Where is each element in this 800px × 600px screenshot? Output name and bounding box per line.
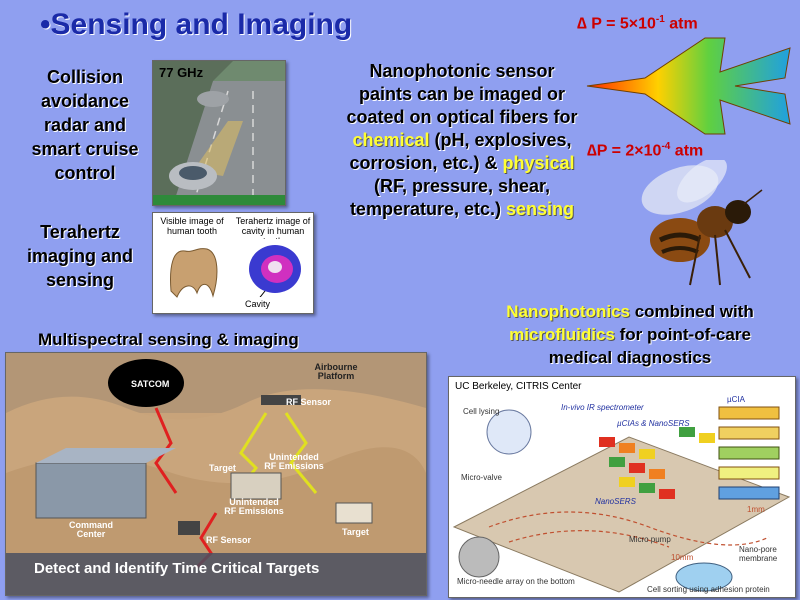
unintended-emissions-label-2: Unintended RF Emissions: [224, 497, 284, 516]
point-of-care-text: for point-of-care: [614, 325, 751, 344]
nanophotonic-text-3: (RF, pressure, shear, temperature, etc.): [349, 176, 551, 219]
pressure-2-value: ∆P = 2×10: [587, 142, 662, 160]
terahertz-tooth-image: [245, 239, 305, 297]
pressure-1-unit: atm: [664, 15, 698, 33]
cell-lysing-label: Cell lysing: [463, 407, 500, 416]
ucia-label: µCIA: [727, 395, 745, 404]
microfluidics-highlight: microfluidics: [509, 325, 615, 344]
target-label-1: Target: [209, 463, 236, 473]
aircraft-pressure-map: [586, 37, 791, 135]
pressure-label-2: ∆P = 2×10-4 atm: [587, 141, 703, 160]
one-mm-label: 1mm: [747, 505, 765, 514]
nanophotonics-highlight: Nanophotonics: [506, 302, 630, 321]
detect-targets-banner: Detect and Identify Time Critical Target…: [34, 560, 320, 577]
micro-needle-label: Micro-needle array on the bottom: [457, 577, 575, 586]
airborne-label: Airbourne Platform: [314, 362, 358, 381]
highway-illustration: [153, 61, 285, 205]
nanophotonic-text-2: (pH, explosives, corrosion, etc.) &: [349, 130, 572, 173]
in-vivo-label: In-vivo IR spectrometer: [561, 403, 644, 412]
visible-tooth-label: Visible image of human tooth: [160, 216, 224, 236]
nanopore-label: Nano-pore membrane: [739, 545, 778, 563]
nanosers-label: NanoSERS: [595, 497, 636, 506]
satcom-label: SATCOM: [131, 379, 170, 389]
visible-tooth-image: [170, 248, 218, 298]
nanophotonic-paragraph: Nanophotonic sensor paints can be imaged…: [346, 60, 578, 221]
tooth-images-panel: Visible image of human tooth Terahertz i…: [152, 212, 314, 314]
multispectral-scene: SATCOM Airbourne Platform RF Sensor Targ…: [5, 352, 427, 596]
lab-on-chip-illustration: [452, 406, 791, 593]
pressure-label-1: ∆ P = 5×10-1 atm: [577, 14, 698, 33]
unintended-emissions-label-1: Unintended RF Emissions: [264, 452, 324, 471]
multispectral-heading: Multispectral sensing & imaging: [38, 330, 299, 349]
combined-with-text: combined with: [629, 302, 754, 321]
sensing-highlight: sensing: [506, 199, 575, 219]
bee-image: [641, 160, 763, 286]
rf-sensor-bottom-label: RF Sensor: [206, 535, 252, 545]
nanophotonic-text-1: Nanophotonic sensor paints can be imaged…: [346, 61, 578, 127]
berkeley-header: UC Berkeley, CITRIS Center: [455, 381, 582, 392]
chemical-highlight: chemical: [352, 130, 430, 150]
desert-scene-illustration: [6, 353, 426, 595]
ten-mm-label: 10mm: [671, 553, 694, 562]
medical-diagnostics-text: medical diagnostics: [548, 348, 712, 367]
slide-title: •Sensing and Imaging: [40, 8, 353, 41]
target-label-2: Target: [342, 527, 369, 537]
terahertz-caption: Terahertz imaging and sensing: [26, 222, 133, 290]
cell-sorting-label: Cell sorting using adhesion protein: [647, 585, 770, 594]
micro-pump-label: Micro pump: [629, 535, 671, 544]
command-center-label: Command Center: [68, 520, 113, 539]
pressure-2-unit: atm: [670, 142, 704, 160]
cias-nanosers-label: µCIAs & NanoSERS: [617, 419, 690, 428]
pressure-1-value: ∆ P = 5×10: [577, 15, 656, 33]
physical-highlight: physical: [502, 153, 575, 173]
cavity-label: Cavity: [245, 299, 271, 309]
micro-valve-label: Micro-valve: [461, 473, 502, 482]
berkeley-diagram: UC Berkeley, CITRIS Center Cell lysing I…: [448, 376, 796, 598]
radar-frequency-label: 77 GHz: [159, 65, 204, 80]
collision-caption: Collision avoidance radar and smart crui…: [31, 67, 139, 183]
radar-photo: 77 GHz: [152, 60, 286, 206]
pressure-1-exponent: -1: [655, 14, 665, 25]
pressure-2-exponent: -4: [661, 141, 671, 152]
microfluidics-caption: Nanophotonics combined with microfluidic…: [465, 300, 795, 369]
rf-sensor-top-label: RF Sensor: [286, 397, 332, 407]
